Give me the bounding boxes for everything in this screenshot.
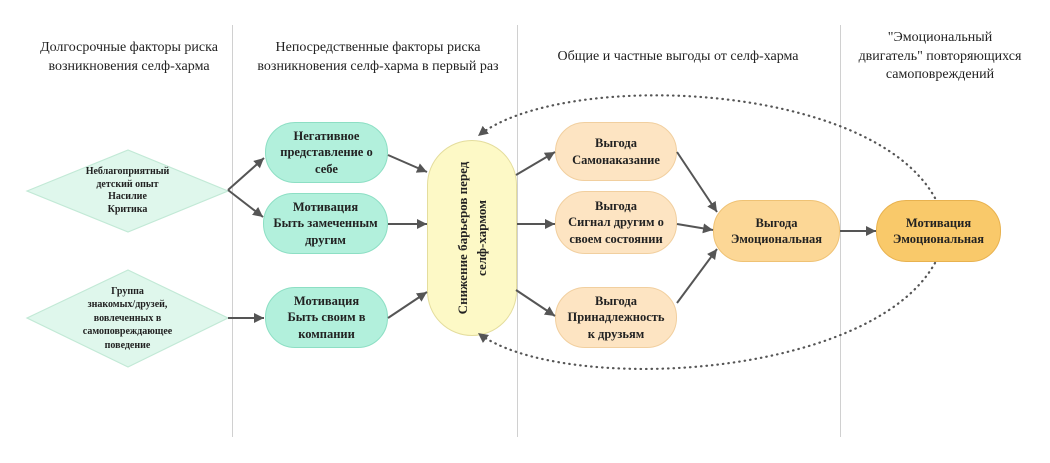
barrier-reduction-pill: Снижение барьеров перед селф-хармом	[427, 140, 517, 336]
emotional-motivation-label: Мотивация Эмоциональная	[892, 215, 985, 247]
column-title-long-term-factors: Долгосрочные факторы риска возникновения…	[40, 40, 218, 74]
emotional-benefit-box: Выгода Эмоциональная	[713, 200, 840, 262]
emotional-benefit-label: Выгода Эмоциональная	[730, 215, 823, 247]
benefit-belonging-box: Выгода Принадлежность к друзьям	[555, 287, 677, 348]
column-title-immediate-factors: Непосредственные факторы риска возникнов…	[257, 40, 499, 74]
motivation-be-noticed-label: Мотивация Быть замеченным другим	[273, 199, 378, 247]
column-title-emotional-engine: "Эмоциональный двигатель" повторяющихся …	[858, 30, 1022, 82]
benefit-signal-label: Выгода Сигнал другим о своем состоянии	[568, 198, 664, 246]
peer-group-label: Группа знакомых/друзей, вовлеченных в са…	[82, 285, 173, 351]
negative-self-image-label: Негативное представление о себе	[280, 128, 373, 176]
column-divider	[232, 25, 233, 437]
childhood-experience-label: Неблагоприятный детский опыт Насилие Кри…	[85, 166, 170, 215]
benefit-self-punishment-box: Выгода Самонаказание	[555, 122, 677, 181]
motivation-be-noticed-box: Мотивация Быть замеченным другим	[263, 193, 388, 254]
column-divider	[517, 25, 518, 437]
benefit-self-punishment-label: Выгода Самонаказание	[572, 136, 660, 167]
motivation-belong-label: Мотивация Быть своим в компании	[287, 293, 366, 341]
emotional-motivation-box: Мотивация Эмоциональная	[876, 200, 1001, 262]
negative-self-image-box: Негативное представление о себе	[265, 122, 388, 183]
motivation-belong-box: Мотивация Быть своим в компании	[265, 287, 388, 348]
column-title-benefits: Общие и частные выгоды от селф-харма	[557, 49, 799, 64]
benefit-signal-box: Выгода Сигнал другим о своем состоянии	[555, 191, 677, 254]
benefit-belonging-label: Выгода Принадлежность к друзьям	[567, 293, 665, 341]
barrier-reduction-label: Снижение барьеров перед селф-хармом	[454, 161, 489, 314]
